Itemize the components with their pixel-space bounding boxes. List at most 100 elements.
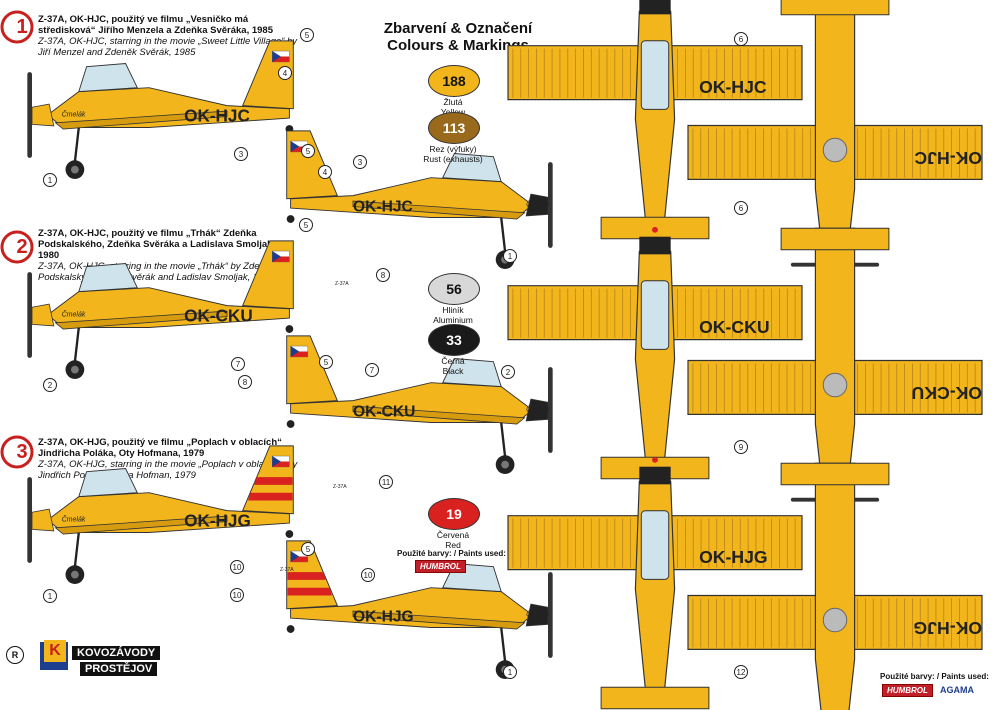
tailplane [780,227,890,251]
gear-leg [500,422,507,457]
canopy [78,468,139,498]
registration-side: OK-HJG [184,510,251,530]
scheme-2-number: 2 [16,236,28,258]
text-group: OK-HJC [914,148,982,168]
humbrol-logo-mid: HUMBROL [415,560,466,573]
wheel-hub [71,570,79,579]
callout-8-label: 8 [243,378,248,387]
callout-8-label: 8 [381,271,386,280]
swatch-19-cz: Červená [436,530,470,540]
flag-blue [272,456,281,467]
hopper-outlet [822,372,848,398]
tail-wheel [286,420,295,428]
bottom-view-2: OK-CKU [687,227,983,502]
flag-red [290,351,308,357]
fin-red-stripe [287,587,332,596]
callout-1-label: 1 [508,668,513,677]
callout-4-label: 4 [323,168,328,177]
side-view-left-3: OK-HJG Čmelák [27,445,294,584]
registration-side: OK-HJC [184,105,250,125]
top-view-3: OK-HJG [507,456,803,710]
wheel-hub [71,165,79,174]
canopy [78,63,139,93]
flag-blue [272,251,281,262]
fin-text-3b: Z-37A [280,567,294,573]
fuselage [814,0,856,244]
fin-text-3: Z-37A [333,484,347,490]
callout-10-label: 10 [233,591,242,600]
wheel-hub [71,365,79,374]
gear-leg [73,127,80,162]
hopper-outlet [822,137,848,163]
callout-5: 5 [299,218,313,232]
tailplane [600,686,710,710]
swatch-56-cz: Hliník [442,305,464,315]
swatch-56: 56 [428,273,480,305]
callout-2: 2 [43,378,57,392]
gear-leg [500,627,507,662]
callout-5-label: 5 [306,147,311,156]
bottom-view-3: OK-HJG [687,462,983,710]
callout-8: 8 [376,268,390,282]
swatch-188: 188 [428,65,480,97]
tail-wheel [285,530,294,538]
registration-top: OK-HJC [699,77,767,97]
callout-3-label: 3 [239,150,244,159]
wing [352,405,526,425]
scheme-2-caption-cz: Z-37A, OK-HJC, použitý ve filmu „Trhák“ … [38,228,281,261]
callout-10: 10 [361,568,375,582]
swatch-19-en: Red [445,540,461,550]
cowling [639,236,671,255]
nose-text: Čmelák [526,405,550,414]
tailplane [780,462,890,486]
callout-9: 9 [734,440,748,454]
bottom-view-1: OK-HJC [687,0,983,267]
nose-text: Čmelák [62,515,86,524]
flag-red [290,146,308,152]
brand-line-1: KOVOZÁVODY [72,646,161,660]
callout-1-label: 1 [48,592,53,601]
callout-5: 5 [301,144,315,158]
text-group: OK-HJG [913,618,982,638]
scheme-1-caption-en: Z-37A, OK-HJC, starring in the movie „Sw… [38,36,298,58]
callout-7-label: 7 [370,366,375,375]
registration-side: OK-HJC [353,198,413,215]
registration-top: OK-HJG [699,547,768,567]
swatch-56-en: Aluminium [433,315,473,325]
callout-10-label: 10 [364,571,373,580]
fin-red-stripe [287,572,326,580]
cowling [639,0,671,15]
flag-blue [290,551,300,562]
swatch-113-en: Rust (exhausts) [423,154,483,164]
hopper-outlet [822,607,848,633]
callout-3-label: 3 [358,158,363,167]
callout-3: 3 [234,147,248,161]
propeller [27,72,32,158]
registration-top: OK-CKU [699,317,770,337]
wing [352,200,526,220]
scheme-2-caption: Z-37A, OK-HJC, použitý ve filmu „Trhák“ … [38,228,300,283]
callout-6-label: 6 [739,35,744,44]
callout-5-label: 5 [324,358,329,367]
swatch-19: 19 [428,498,480,530]
scheme-1-number: 1 [16,16,28,38]
scheme-2-caption-en: Z-37A, OK-HJC, starring in the movie „Tr… [38,261,275,283]
wing [54,110,228,130]
callout-6: 6 [734,201,748,215]
callout-6: 6 [734,32,748,46]
callout-1-label: 1 [48,176,53,185]
flag-red [272,461,290,467]
callout-12-label: 12 [737,668,746,677]
swatch-113-cz: Rez (výfuky) [429,144,477,154]
canopy [640,280,670,350]
nose [31,103,55,127]
tailplane [780,0,890,16]
callout-11-label: 11 [382,478,391,487]
canopy [441,358,502,388]
nose [31,508,55,532]
paints-used-label-mid: Použité barvy: / Paints used: [397,549,506,558]
swatch-33-en: Black [442,366,464,376]
